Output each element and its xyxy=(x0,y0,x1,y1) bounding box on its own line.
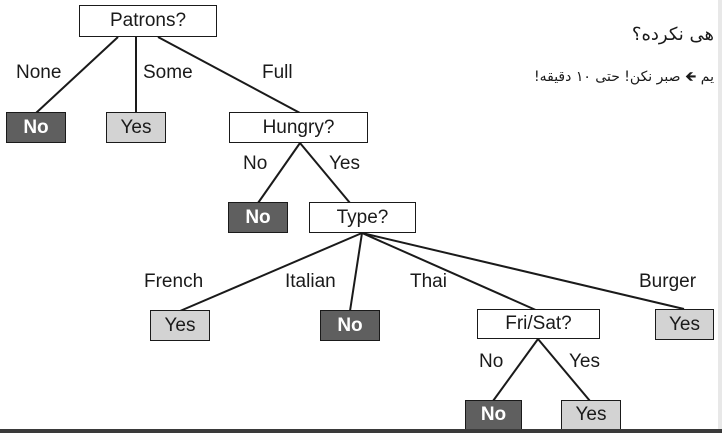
edge-label-some: Some xyxy=(143,62,193,83)
leaf-frisat-no: No xyxy=(465,400,522,430)
edge-frisat-yes xyxy=(537,338,591,402)
leaf-some-yes: Yes xyxy=(106,112,166,143)
leaf-french-yes: Yes xyxy=(150,310,210,341)
edge-label-thai: Thai xyxy=(410,271,447,292)
right-edge-strip xyxy=(718,0,722,433)
edge-hungry-no xyxy=(257,142,301,204)
edge-label-french: French xyxy=(144,271,204,292)
leaf-burger-yes: Yes xyxy=(655,309,714,340)
persian-text-line-1: هی نکرده؟ xyxy=(631,24,714,45)
edge-label-italian: Italian xyxy=(285,271,336,292)
edge-hungry-yes xyxy=(299,142,351,204)
edge-label-frisat-yes: Yes xyxy=(569,351,600,372)
leaf-frisat-yes: Yes xyxy=(561,400,621,430)
edge-label-frisat-no: No xyxy=(479,351,504,372)
leaf-italian-no: No xyxy=(320,310,380,341)
persian-text-line-2-rest: صبر نکن! حتی ۱۰ دقیقه! xyxy=(534,69,681,85)
edge-type-thai xyxy=(361,232,539,312)
leaf-none-no: No xyxy=(6,112,66,143)
edge-patrons-none xyxy=(35,36,119,114)
edge-frisat-no xyxy=(492,338,539,402)
node-hungry: Hungry? xyxy=(229,112,368,143)
edge-label-none: None xyxy=(16,62,62,83)
persian-text-line-2-prefix: یم xyxy=(700,69,714,85)
edge-type-burger xyxy=(361,232,685,310)
edge-label-hungry-no: No xyxy=(243,153,268,174)
edge-label-full: Full xyxy=(262,62,293,83)
edge-type-italian xyxy=(349,232,363,312)
edge-patrons-full xyxy=(157,36,301,114)
edge-label-burger: Burger xyxy=(639,271,697,292)
persian-text-line-2: یم 🡸 صبر نکن! حتی ۱۰ دقیقه! xyxy=(534,66,714,90)
edge-label-hungry-yes: Yes xyxy=(329,153,360,174)
edge-type-french xyxy=(179,232,363,312)
node-frisat: Fri/Sat? xyxy=(477,309,600,339)
node-patrons: Patrons? xyxy=(79,5,217,37)
leaf-hungry-no: No xyxy=(228,202,288,233)
bottom-edge-strip xyxy=(0,429,722,433)
node-type: Type? xyxy=(309,202,416,233)
left-arrow-icon: 🡸 xyxy=(684,69,697,85)
